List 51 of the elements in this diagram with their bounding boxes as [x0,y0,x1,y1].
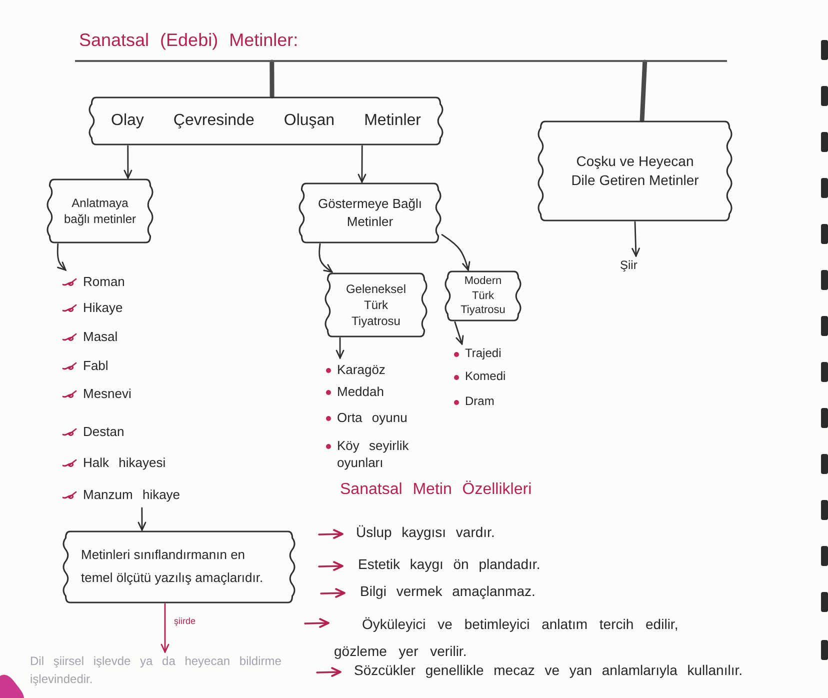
wavy-box [537,120,733,222]
arrow [454,321,464,345]
arrow [318,243,333,273]
list-item: Öyküleyici ve betimleyici anlatım tercih edilir, gözleme yer verilir. [334,615,680,661]
list-item: Manzum hikaye [83,487,180,504]
list-item: Hikaye [83,300,123,317]
arrow [336,337,344,359]
list-item: Estetik kaygı ön plandadır. [358,555,542,574]
list-item: Karagöz [337,362,386,379]
box-text: Geleneksel Türk Tiyatrosu [344,280,408,330]
list-item: Masal [83,329,118,346]
box-text: Coşku ve Heyecan Dile Getiren Metinler [570,152,700,190]
box-text: Metinleri sınıflandırmanın en temel ölçütü yazılış amaçlarıdır. [81,546,264,587]
wavy-box [88,96,444,146]
wavy-box [62,530,296,604]
box-text: Göstermeye Bağlı Metinler [316,195,424,231]
list-item: Fabl [83,358,108,375]
list-item: Orta oyunu [337,410,408,427]
list-item: Dram [465,394,494,410]
list-item: Bilgi vermek amaçlanmaz. [360,582,536,601]
list-item: Destan [83,424,124,441]
box-text: Modern Türk Tiyatrosu [460,274,506,318]
item-text: Şiir [620,256,652,274]
arrow [632,221,640,257]
list-item: Üslup kaygısı vardır. [356,523,496,542]
list-item: Halk hikayesi [83,455,166,472]
wavy-box [298,182,442,244]
wavy-box [46,178,154,244]
arrow [124,145,132,179]
list-item: Mesnevi [83,386,132,403]
edge-label: şiirde [172,616,198,626]
arrow [160,603,170,653]
list-item: Sözcükler genellikle mecaz ve yan anlamlarıyla kullanılır. [354,661,744,680]
section-heading: Sanatsal Metin Özellikleri [340,480,533,500]
list-item: Roman [83,274,125,291]
list-item: Komedi [465,369,506,385]
list-item: Köy seyirlik oyunları [337,438,410,472]
wavy-box [444,270,522,322]
list-item: Meddah [337,384,385,401]
connector-line [640,60,648,122]
arrow [358,145,366,183]
note-text: Dil şiirsel işlevde ya da heyecan bildirme işlevindedir. [30,652,300,694]
arrow [441,234,470,271]
box-text: Anlatmaya bağlı metinler [63,194,137,228]
list-item: Trajedi [465,346,502,362]
box-text: Olay Çevresinde Oluşan Metinler [111,111,421,132]
arrow [56,243,66,271]
connector-line [270,60,274,98]
wavy-box [324,272,428,338]
arrow [138,507,146,531]
heading-text: Sanatsal (Edebi) Metinler: [79,30,298,51]
